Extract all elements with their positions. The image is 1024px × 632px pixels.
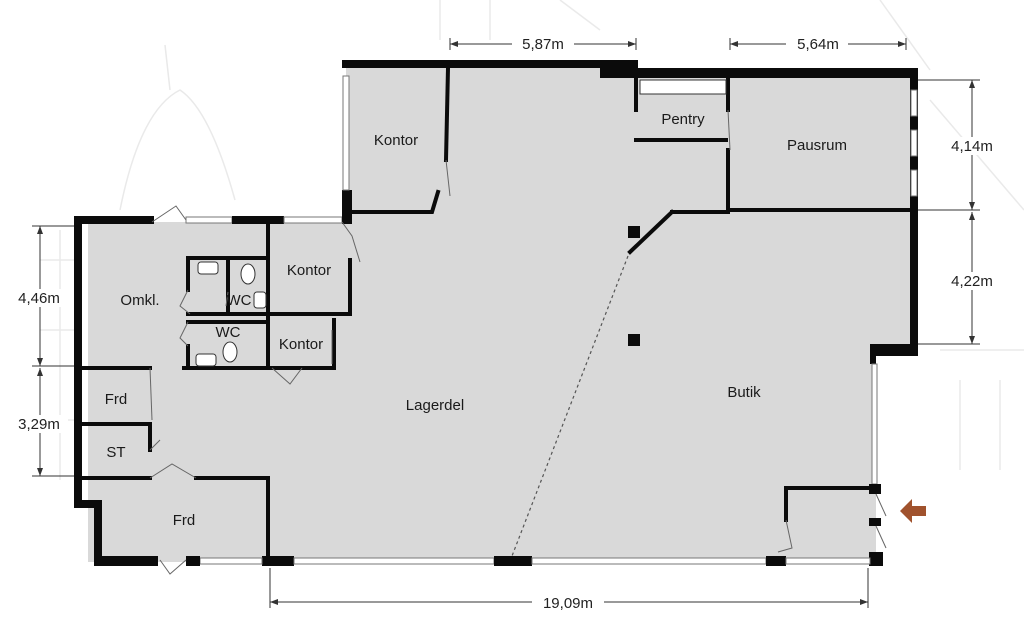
sanitary-fixtures [195,261,267,367]
room-labels: Kontor Pentry Pausrum Omkl. WC WC Kontor… [105,111,847,529]
room-label-wc-upper: WC [227,292,252,309]
room-label-kontor-small: Kontor [279,336,323,353]
outer-walls [74,60,918,566]
room-label-butik: Butik [727,384,761,401]
door-swings [149,109,887,575]
room-label-kontor-top: Kontor [374,132,418,149]
entrance-arrow-icon [900,499,926,523]
room-label-pausrum: Pausrum [787,137,847,154]
room-label-kontor-mid: Kontor [287,262,331,279]
floor-area [88,66,916,560]
dimension-left-upper: 4,46m [18,290,60,307]
dimension-bottom: 19,09m [543,595,593,612]
room-label-pentry: Pentry [661,111,705,128]
dimension-right-lower: 4,22m [951,273,993,290]
interior-walls [80,65,914,558]
dimension-right-upper: 4,14m [951,138,993,155]
room-label-frd-upper: Frd [105,391,128,408]
dimension-lines: 5,87m 5,64m 4,14m 4,22m 4,46m [10,34,1000,612]
dimension-top-right: 5,64m [797,36,839,53]
room-label-st: ST [106,444,125,461]
room-label-omkl: Omkl. [120,292,159,309]
dimension-top-left: 5,87m [522,36,564,53]
dimension-left-lower: 3,29m [18,416,60,433]
floor-patches [88,478,268,562]
room-label-lagerdel: Lagerdel [406,397,464,414]
room-label-wc-lower: WC [216,324,241,341]
room-label-frd-lower: Frd [173,512,196,529]
